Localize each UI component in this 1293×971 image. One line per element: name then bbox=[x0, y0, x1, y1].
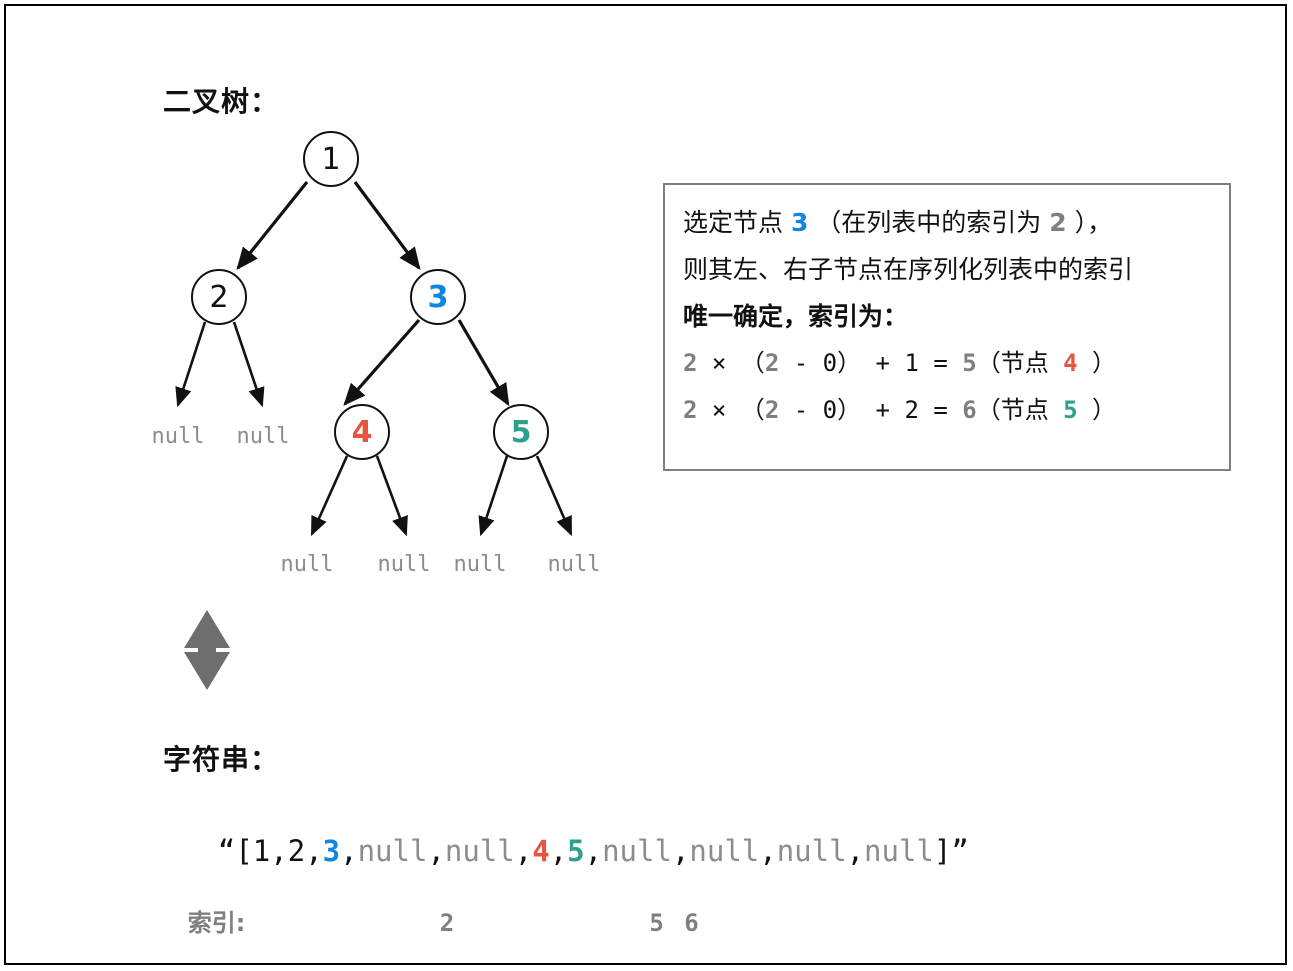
string-token: null bbox=[776, 834, 847, 868]
formula-2-addend: 2 bbox=[904, 396, 919, 424]
null-leaf-label: null bbox=[236, 424, 290, 449]
formula-2-node: 5 bbox=[1063, 396, 1078, 424]
string-section-heading: 字符串： bbox=[163, 743, 280, 776]
token-separator: , bbox=[427, 834, 445, 868]
string-token: 4 bbox=[532, 834, 550, 868]
explanation-line-2: 则其左、右子节点在序列化列表中的索引 bbox=[683, 255, 1134, 284]
tree-section-heading: 二叉树： bbox=[163, 85, 280, 118]
page-border bbox=[4, 4, 1287, 965]
null-leaf-label: null bbox=[280, 552, 334, 577]
formula-1-node-prefix: （节点 bbox=[976, 349, 1064, 377]
token-separator: , bbox=[270, 834, 288, 868]
formula-1-minus: - bbox=[779, 349, 823, 377]
tree-node-5-label: 5 bbox=[510, 414, 532, 450]
serialized-string: “[1,2,3,null,null,4,5,null,null,null,nul… bbox=[148, 800, 969, 902]
formula-2-node-prefix: （节点 bbox=[976, 396, 1064, 424]
explanation-line-1-part2: （在列表中的索引为 bbox=[808, 208, 1050, 237]
formula-2-eq: = bbox=[918, 396, 963, 424]
tree-node-2-label: 2 bbox=[209, 279, 229, 315]
formula-2-a: 2 bbox=[683, 396, 698, 424]
token-separator: , bbox=[305, 834, 323, 868]
formula-2-times: × （ bbox=[697, 396, 765, 424]
explanation-line-1-index: 2 bbox=[1049, 208, 1067, 237]
null-leaf-label: null bbox=[547, 552, 601, 577]
tree-node-4-label: 4 bbox=[351, 414, 373, 450]
formula-1-times: × （ bbox=[697, 349, 765, 377]
explanation-line-1-node: 3 bbox=[790, 208, 809, 237]
close-quote: ” bbox=[951, 834, 969, 868]
explanation-box: 选定节点 3 （在列表中的索引为 2 ）， 则其左、右子节点在序列化列表中的索引… bbox=[663, 183, 1231, 471]
string-token: null bbox=[602, 834, 672, 868]
formula-2-c: 0 bbox=[822, 396, 838, 424]
tree-node-3-label: 3 bbox=[427, 279, 449, 315]
open-quote: “ bbox=[217, 834, 236, 868]
string-token: 2 bbox=[287, 834, 306, 868]
null-leaf-label: null bbox=[377, 552, 431, 577]
explanation-line-1: 选定节点 3 （在列表中的索引为 2 ）， bbox=[683, 199, 1211, 246]
string-token: 1 bbox=[252, 834, 271, 868]
explanation-line-1-part3: ）， bbox=[1066, 208, 1113, 237]
formula-2-result: 6 bbox=[962, 396, 977, 424]
formula-1-eq: = bbox=[918, 349, 963, 377]
formula-2-close: ） + bbox=[837, 396, 905, 424]
formula-line-1: 2 × （2 - 0） + 1 = 5（节点 4 ） bbox=[683, 340, 1211, 387]
formula-2-node-suffix: ） bbox=[1077, 396, 1117, 424]
string-token: null bbox=[689, 834, 760, 868]
formula-1-c: 0 bbox=[822, 349, 838, 377]
string-token: null bbox=[864, 834, 934, 868]
tree-node-5[interactable]: 5 bbox=[493, 404, 549, 460]
null-leaf-label: null bbox=[453, 552, 507, 577]
null-leaf-label: null bbox=[151, 424, 205, 449]
token-separator: , bbox=[759, 834, 777, 868]
formula-1-node: 4 bbox=[1063, 349, 1078, 377]
formula-1-a: 2 bbox=[683, 349, 698, 377]
token-separator: , bbox=[340, 834, 358, 868]
index-row-label: 索引: bbox=[187, 909, 246, 937]
tree-node-1[interactable]: 1 bbox=[303, 131, 359, 187]
token-separator: , bbox=[846, 834, 865, 868]
equivalence-arrow-shape bbox=[184, 610, 230, 690]
tree-node-2[interactable]: 2 bbox=[191, 269, 247, 325]
formula-line-2: 2 × （2 - 0） + 2 = 6（节点 5 ） bbox=[683, 387, 1211, 434]
token-separator: , bbox=[671, 834, 690, 868]
index-mark: 5 bbox=[649, 909, 664, 937]
explanation-line-3: 唯一确定，索引为： bbox=[683, 302, 909, 331]
index-mark: 2 bbox=[439, 909, 455, 937]
formula-1-addend: 1 bbox=[904, 349, 919, 377]
formula-2-minus: - bbox=[779, 396, 823, 424]
token-separator: , bbox=[584, 834, 603, 868]
formula-1-b: 2 bbox=[764, 349, 780, 377]
token-separator: , bbox=[514, 834, 533, 868]
token-separator: , bbox=[549, 834, 568, 868]
string-token: 3 bbox=[322, 834, 341, 868]
tree-node-4[interactable]: 4 bbox=[334, 404, 390, 460]
token-stream: 1,2,3,null,null,4,5,null,null,null,null bbox=[253, 834, 934, 868]
tree-node-3[interactable]: 3 bbox=[410, 269, 466, 325]
index-mark: 6 bbox=[684, 909, 699, 937]
formula-1-result: 5 bbox=[962, 349, 977, 377]
formula-1-close: ） + bbox=[837, 349, 905, 377]
bracket-open: [ bbox=[235, 834, 253, 868]
bracket-close: ] bbox=[933, 834, 952, 868]
explanation-line-1-part1: 选定节点 bbox=[683, 208, 791, 237]
formula-1-node-suffix: ） bbox=[1077, 349, 1117, 377]
string-token: null bbox=[357, 834, 428, 868]
string-token: null bbox=[444, 834, 515, 868]
formula-2-b: 2 bbox=[764, 396, 780, 424]
tree-node-1-label: 1 bbox=[321, 141, 341, 177]
string-token: 5 bbox=[567, 834, 585, 868]
